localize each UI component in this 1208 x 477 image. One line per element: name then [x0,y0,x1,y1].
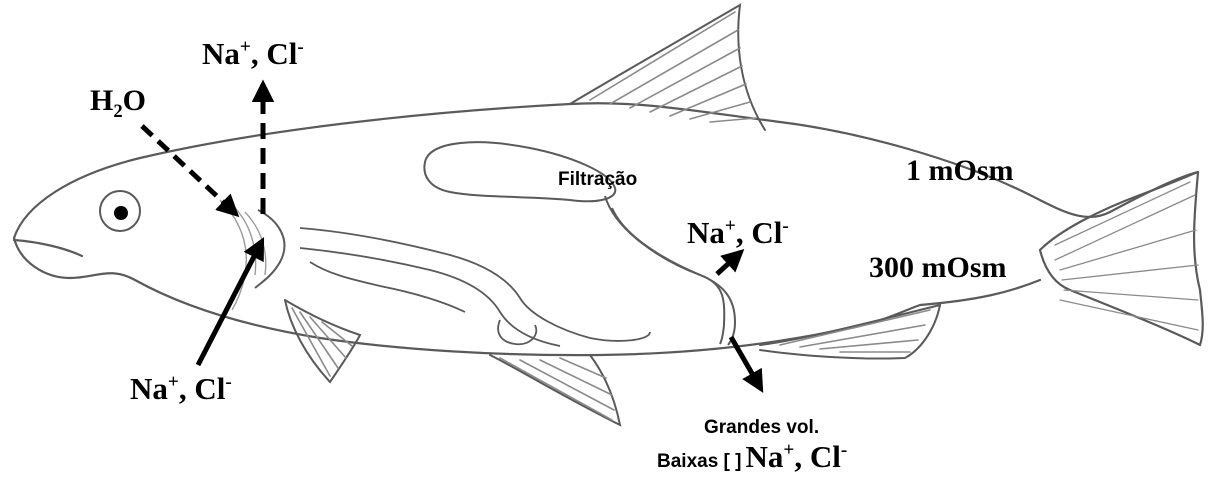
label-gill-ion-influx: Na+, Cl- [130,373,232,404]
fish-anal-fin-rays [780,310,930,352]
label-filtration: Filtração [558,170,637,189]
label-urine-concentration: Baixas [ ] Na+, Cl- [657,441,847,472]
fish-eye [100,191,140,231]
label-kidney-ion-reabsorption: Na+, Cl- [687,217,789,248]
label-external-osmolarity: 1 mOsm [906,156,1014,186]
fish-anal-fin [760,305,940,359]
arrow-water-in [142,126,236,214]
arrow-gill-salt-in [198,241,262,365]
fish-dorsal-fin-rays [590,12,756,122]
label-urine-volume: Grandes vol. [704,418,819,437]
fish-dorsal-fin [570,5,765,130]
fish-body [14,103,1203,355]
fish-fins [285,5,940,425]
fish-mouth-line [14,240,82,256]
label-gill-ion-efflux: Na+, Cl- [202,38,304,69]
fish-tail-outline [1040,172,1203,345]
flow-arrows [142,84,761,389]
fish-pelvic-fin-rays [500,358,614,420]
arrow-kidney-reabsorption [717,252,741,274]
label-water: H2O [90,86,146,116]
fish-gut [300,228,650,346]
label-internal-osmolarity: 300 mOsm [869,253,1007,283]
